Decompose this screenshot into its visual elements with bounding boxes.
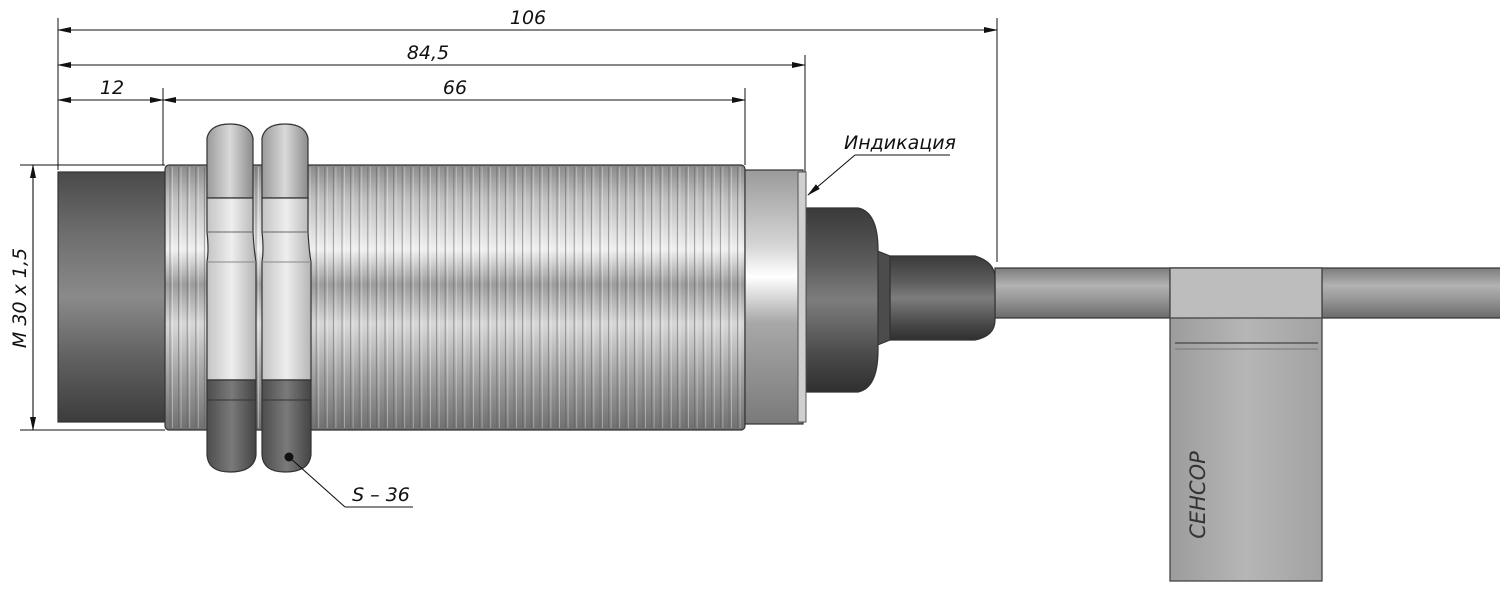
dimension-12: 12	[57, 77, 164, 103]
dimension-106: 106	[57, 7, 998, 33]
indication-label: Индикация	[844, 132, 956, 154]
lock-nut-2	[261, 123, 312, 473]
dim-thread-size: M 30 x 1,5	[9, 248, 31, 348]
dimension-84-5: 84,5	[57, 42, 806, 68]
tag-label: СЕНСОР	[1186, 451, 1210, 539]
dim-overall-length: 106	[510, 7, 546, 29]
nut-size-callout: S – 36	[284, 452, 413, 508]
dim-housing-length: 84,5	[407, 42, 449, 64]
indication-callout: Индикация	[807, 132, 956, 196]
dim-thread-length: 66	[443, 77, 467, 99]
dim-face-length: 12	[100, 77, 124, 99]
dimension-thread-size: M 30 x 1,5	[9, 164, 36, 431]
lock-nut-1	[206, 123, 257, 473]
nut-size-label: S – 36	[352, 484, 410, 506]
cable-gland	[874, 249, 996, 347]
cable-tag: СЕНСОР	[1169, 267, 1323, 582]
dimension-66: 66	[162, 77, 746, 103]
sensing-face	[57, 171, 169, 423]
rear-cap	[805, 207, 879, 393]
indication-ring	[744, 169, 807, 425]
